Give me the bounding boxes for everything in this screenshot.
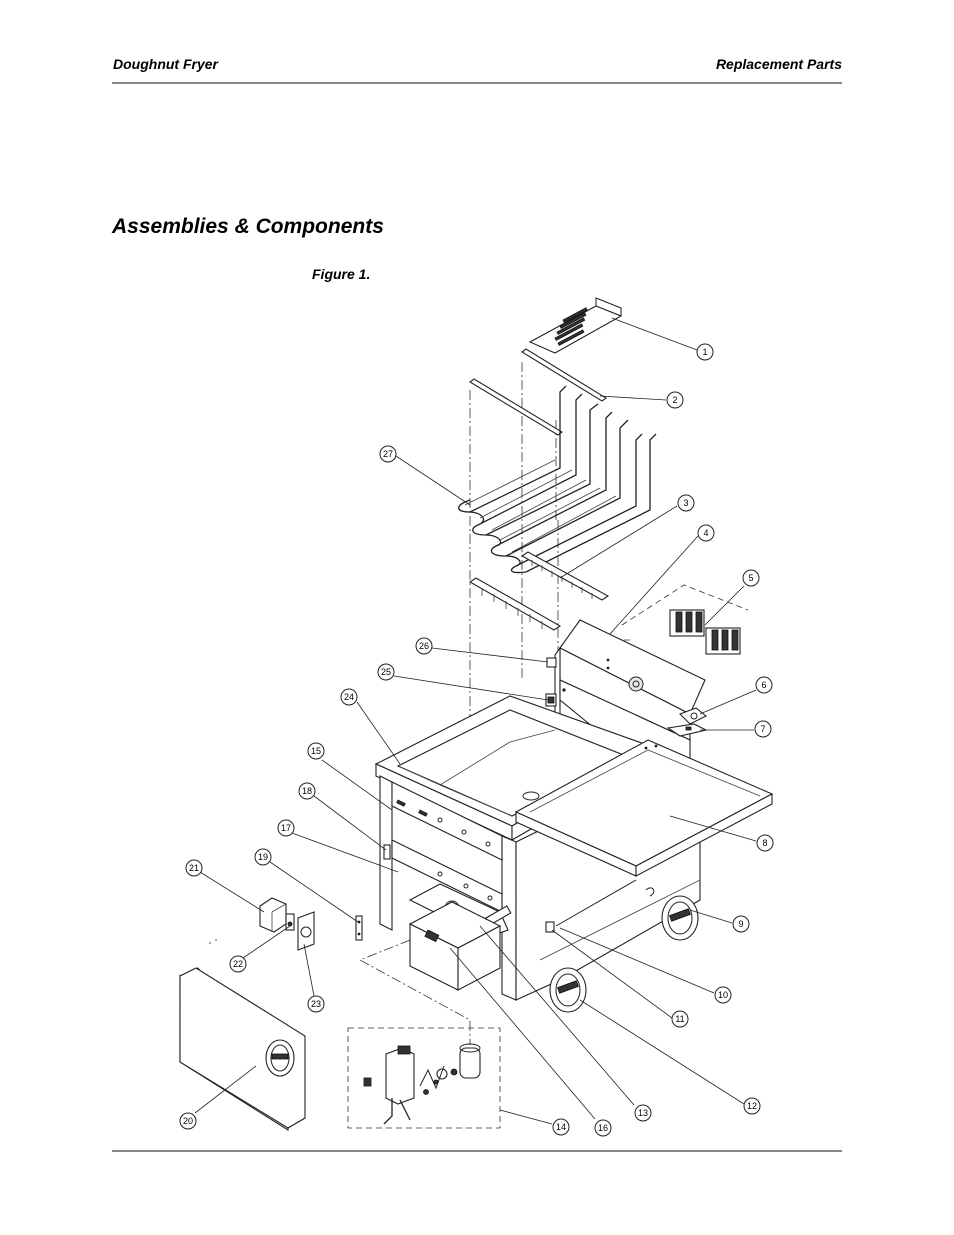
part-heating-elements [458, 385, 657, 574]
part-contactors [669, 609, 741, 655]
svg-text:9: 9 [738, 919, 743, 929]
part-door [179, 939, 306, 1131]
callout-10: 10 [714, 986, 732, 1004]
callout-6: 6 [755, 676, 773, 694]
callout-21: 21 [185, 859, 203, 877]
callout-14: 14 [552, 1118, 570, 1136]
header-rule [112, 82, 842, 84]
callout-17: 17 [277, 819, 295, 837]
callout-5: 5 [742, 569, 760, 587]
callout-12: 12 [743, 1097, 761, 1115]
callout-9: 9 [732, 915, 750, 933]
part-element-clips [545, 657, 557, 707]
leader-lines [194, 317, 757, 1125]
part-casters [549, 895, 699, 1013]
svg-text:27: 27 [383, 449, 393, 459]
svg-text:11: 11 [675, 1014, 684, 1024]
section-title: Assemblies & Components [112, 215, 384, 238]
svg-text:14: 14 [556, 1122, 566, 1132]
svg-text:19: 19 [258, 852, 268, 862]
svg-text:7: 7 [760, 724, 765, 734]
part-screen-plate [528, 297, 623, 354]
svg-text:4: 4 [703, 528, 708, 538]
part-small-brackets [355, 844, 391, 941]
callout-13: 13 [634, 1104, 652, 1122]
svg-text:20: 20 [183, 1116, 193, 1126]
svg-text:15: 15 [311, 746, 321, 756]
part-support-bars [469, 348, 607, 436]
svg-text:18: 18 [302, 786, 312, 796]
callout-25: 25 [377, 663, 395, 681]
footer-rule [112, 1150, 842, 1152]
header-section: Replacement Parts [715, 56, 842, 72]
svg-text:25: 25 [381, 667, 391, 677]
svg-text:3: 3 [683, 498, 688, 508]
header-title: Doughnut Fryer [113, 56, 218, 72]
callout-16: 16 [594, 1119, 612, 1137]
part-element-rack-upper [520, 551, 610, 601]
svg-text:17: 17 [281, 823, 291, 833]
svg-text:5: 5 [748, 573, 753, 583]
callout-8: 8 [756, 834, 774, 852]
svg-text:13: 13 [638, 1108, 648, 1118]
callout-3: 3 [677, 494, 695, 512]
svg-text:2: 2 [672, 395, 677, 405]
part-element-rack-lower [468, 577, 562, 631]
svg-text:1: 1 [702, 347, 707, 357]
callout-22: 22 [229, 955, 247, 973]
part-thermostat-assembly [259, 897, 315, 951]
callout-19: 19 [254, 848, 272, 866]
part-valve-assembly [347, 1027, 501, 1129]
svg-text:23: 23 [311, 999, 321, 1009]
part-support-rod [555, 879, 637, 927]
svg-text:12: 12 [747, 1101, 757, 1111]
callout-1: 1 [696, 343, 714, 361]
callout-20: 20 [179, 1112, 197, 1130]
svg-text:24: 24 [344, 692, 354, 702]
callout-numbers: 1 2 3 4 5 6 7 8 9 10 11 12 13 14 15 16 1… [179, 343, 774, 1137]
svg-text:26: 26 [419, 641, 429, 651]
svg-text:6: 6 [761, 680, 766, 690]
callout-24: 24 [340, 688, 358, 706]
svg-text:8: 8 [762, 838, 767, 848]
callout-27: 27 [379, 445, 397, 463]
callout-11: 11 [671, 1010, 689, 1028]
svg-text:16: 16 [598, 1123, 608, 1133]
part-control-housing [554, 619, 706, 761]
svg-text:10: 10 [718, 990, 728, 1000]
callout-23: 23 [307, 995, 325, 1013]
svg-text:22: 22 [233, 959, 243, 969]
svg-text:21: 21 [189, 863, 199, 873]
figure-label: Figure 1. [312, 266, 371, 282]
callout-26: 26 [415, 637, 433, 655]
callout-7: 7 [754, 720, 772, 738]
callout-4: 4 [697, 524, 715, 542]
part-drain-board [514, 739, 774, 877]
callout-2: 2 [666, 391, 684, 409]
callout-18: 18 [298, 782, 316, 800]
callout-15: 15 [307, 742, 325, 760]
